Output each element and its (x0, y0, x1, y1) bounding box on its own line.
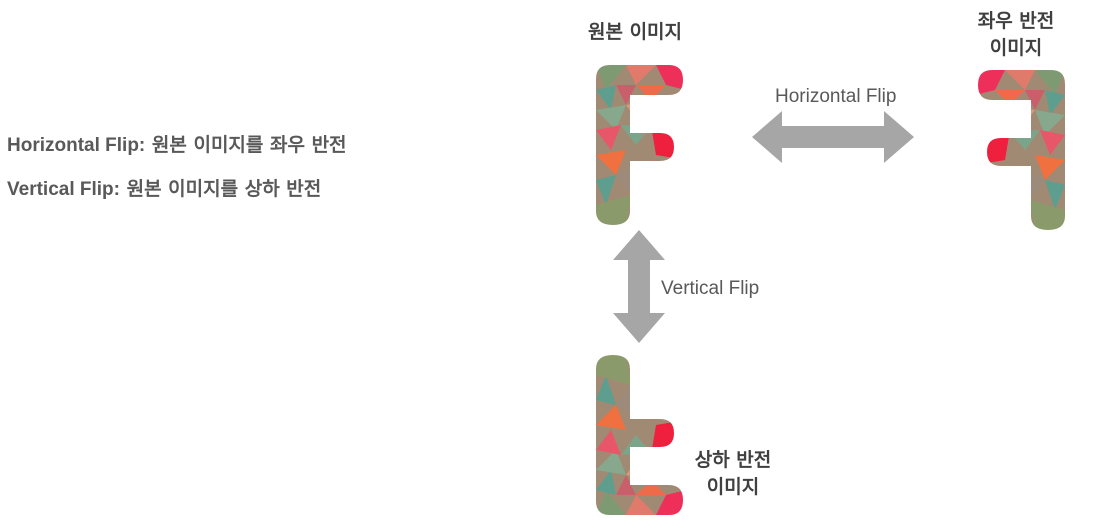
caption-horizontal-line2: 이미지 (989, 37, 1043, 59)
caption-original: 원본 이미지 (588, 21, 683, 43)
legend-horizontal-desc: 원본 이미지를 좌우 반전 (151, 134, 347, 156)
legend-horizontal: Horizontal Flip: 원본 이미지를 좌우 반전 (7, 130, 347, 157)
horizontal-double-arrow (752, 111, 914, 163)
caption-vertical-flip: 상하 반전 이미지 (683, 447, 783, 501)
arrow-label-vertical: Vertical Flip (661, 278, 760, 299)
arrow-label-horizontal: Horizontal Flip (775, 86, 897, 107)
legend-vertical-key: Vertical Flip: (7, 179, 120, 200)
legend-vertical-desc: 원본 이미지를 상하 반전 (126, 178, 322, 200)
vertical-double-arrow (613, 230, 665, 343)
caption-horizontal-line1: 좌우 반전 (977, 10, 1055, 32)
vertical-flip-image (596, 355, 683, 515)
caption-vertical-line2: 이미지 (706, 476, 760, 498)
caption-vertical-line1: 상하 반전 (694, 449, 772, 471)
original-image (596, 65, 683, 225)
caption-horizontal-flip: 좌우 반전 이미지 (966, 8, 1066, 62)
legend-horizontal-key: Horizontal Flip: (7, 135, 146, 156)
horizontal-flip-image (978, 70, 1065, 230)
legend-vertical: Vertical Flip: 원본 이미지를 상하 반전 (7, 174, 321, 201)
